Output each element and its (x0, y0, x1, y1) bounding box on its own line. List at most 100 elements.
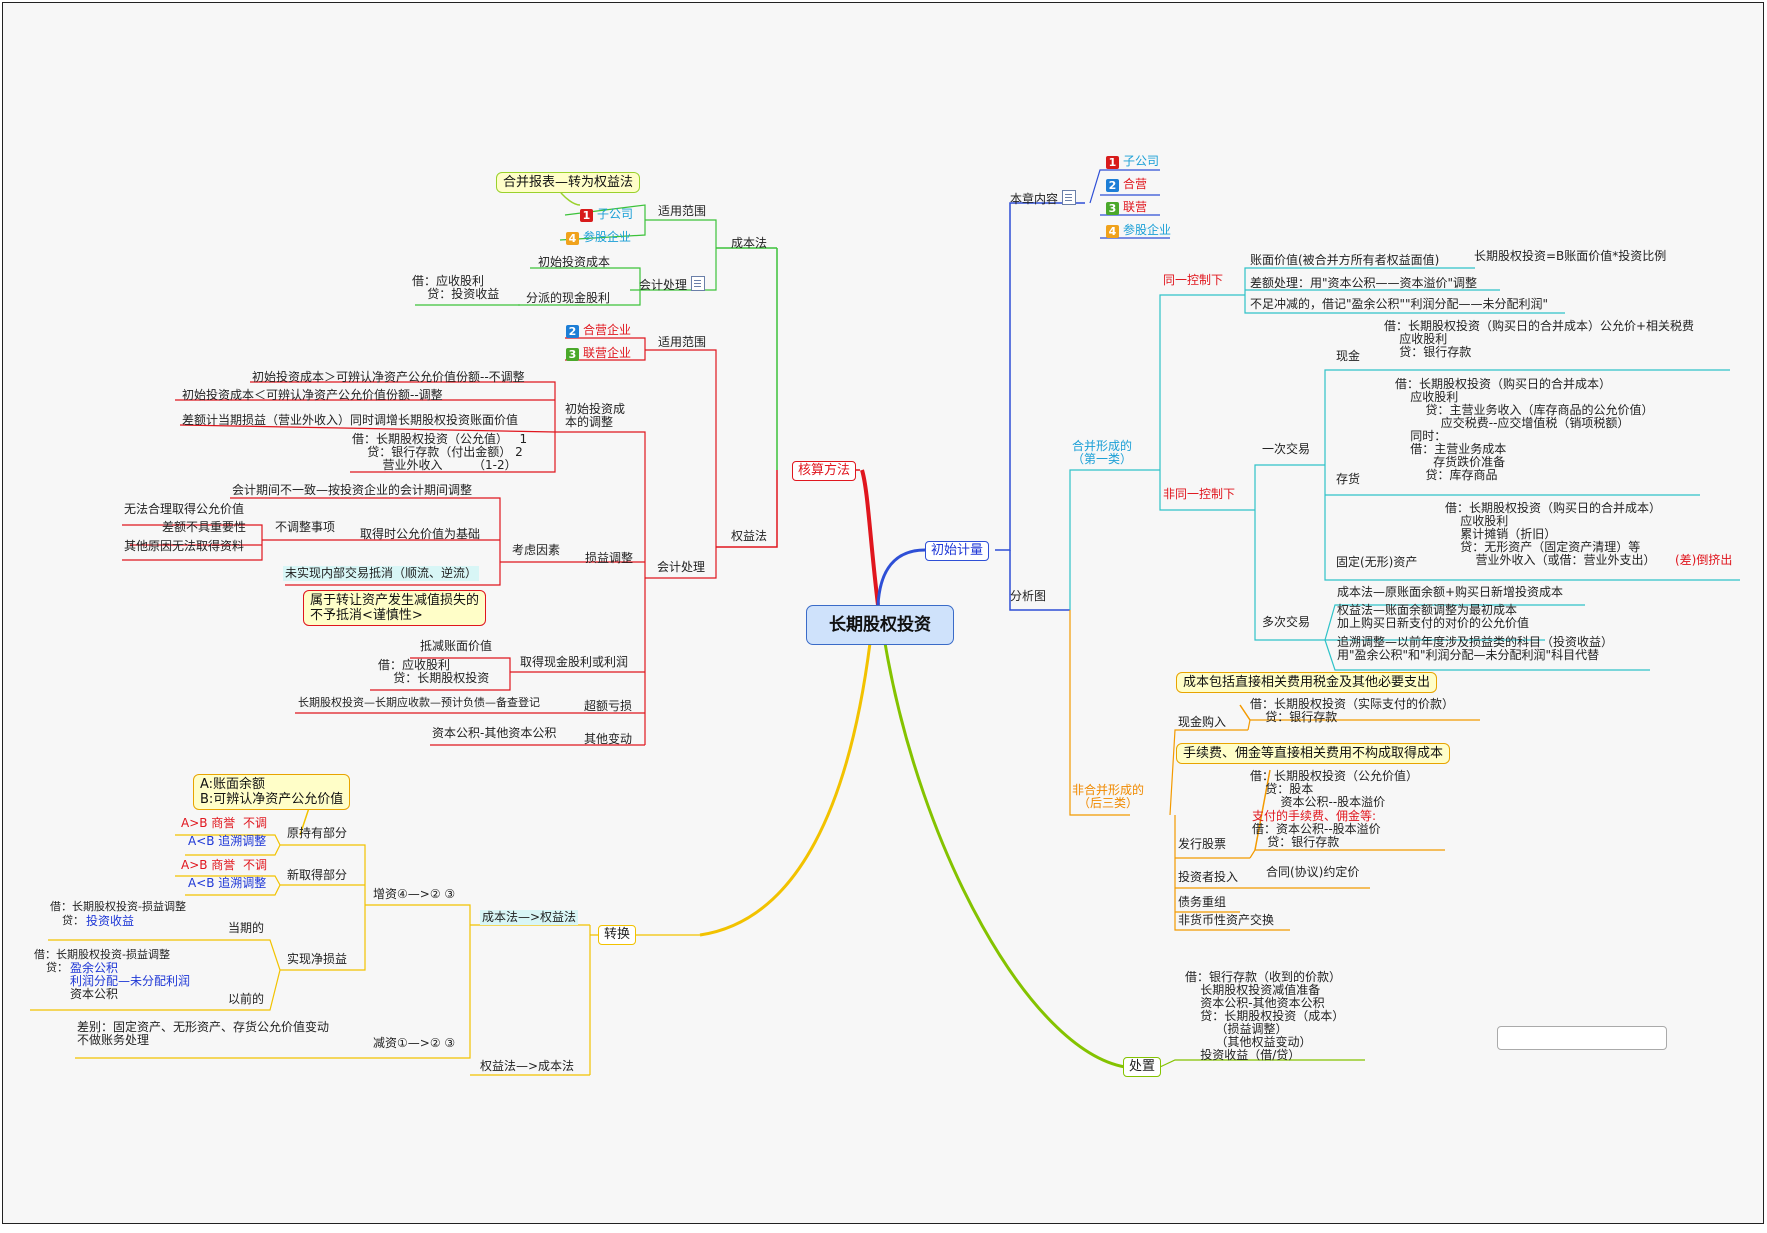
debt-restructuring[interactable]: 债务重组 (1178, 895, 1227, 909)
decrease-difference: 差别：固定资产、无形资产、存货公允价值变动 不做账务处理 (77, 1020, 330, 1047)
non-monetary-exchange[interactable]: 非货币性资产交换 (1178, 913, 1275, 927)
different-control[interactable]: 非同一控制下 (1163, 487, 1236, 501)
topic-cost-accounting[interactable]: 会计处理 (639, 276, 706, 292)
prev-entry-capital: 资本公积 (70, 987, 119, 1001)
fixed-asset-consideration[interactable]: 固定(无形)资产 (1336, 555, 1418, 569)
note-icon (1062, 190, 1077, 205)
same-book-formula: 长期股权投资=B账面价值*投资比例 (1474, 249, 1667, 263)
fixed-asset-note: (差)倒挤出 (1675, 553, 1733, 567)
current-entry-debit: 借：长期股权投资-损益调整 (50, 900, 186, 913)
blank-text-box[interactable] (1497, 1026, 1667, 1050)
cost-initial-cost[interactable]: 初始投资成本 (538, 255, 611, 269)
badge-2-icon: 2 (1106, 179, 1119, 192)
callout-ab: A:账面余额 B:可辨认净资产公允价值 (193, 774, 351, 810)
badge-4-icon: 4 (566, 232, 579, 245)
equity-cash-dividend[interactable]: 取得现金股利或利润 (520, 655, 629, 669)
investor-contribution[interactable]: 投资者投入 (1178, 870, 1239, 884)
adjust-change: 初始投资成本＜可辨认净资产公允价值份额--调整 (182, 388, 443, 402)
issue-shares[interactable]: 发行股票 (1178, 837, 1227, 851)
callout-issue-fee: 手续费、佣金等直接相关费用不构成取得成本 (1176, 743, 1451, 764)
chapter-content[interactable]: 本章内容 (1010, 190, 1077, 206)
factor-period: 会计期间不一致—按投资企业的会计期间调整 (232, 483, 473, 497)
current-entry-credit: 投资收益 (86, 914, 135, 928)
badge-2-icon: 2 (566, 325, 579, 338)
topic-equity-accounting[interactable]: 会计处理 (657, 560, 706, 574)
previous-period[interactable]: 以前的 (228, 992, 265, 1006)
new-acquired[interactable]: 新取得部分 (287, 868, 348, 882)
disposal-entry: 借：银行存款（收到的价款） 长期股权投资减值准备 资本公积-其他资本公积 贷：长… (1185, 970, 1345, 1062)
topic-initial-measurement[interactable]: 初始计量 (925, 541, 990, 561)
equity-initial-adjust[interactable]: 初始投资成 本的调整 (565, 402, 626, 429)
other-detail: 资本公积-其他资本公积 (432, 726, 557, 740)
cash-purchase[interactable]: 现金购入 (1178, 715, 1227, 729)
factors-considered[interactable]: 考虑因素 (512, 543, 561, 557)
callout-consolidation: 合并报表—转为权益法 (496, 172, 641, 193)
no-adjust-1: 无法合理取得公允价值 (124, 502, 245, 516)
factor-fair-value-base[interactable]: 取得时公允价值为基础 (360, 527, 481, 541)
cash-consideration[interactable]: 现金 (1336, 349, 1361, 363)
prev-entry-surplus: 盈余公积 (70, 961, 119, 975)
equity-excess-loss[interactable]: 超额亏损 (584, 699, 633, 713)
equity-other-change[interactable]: 其他变动 (584, 732, 633, 746)
topic-conversion[interactable]: 转换 (598, 925, 637, 945)
topic-equity-method[interactable]: 权益法 (731, 529, 768, 543)
multi-retrospective: 追溯调整—以前年度涉及损益类的科目（投资收益） 用"盈余公积"和"利润分配—未分… (1337, 635, 1614, 662)
no-adjust-2: 差额不具重要性 (162, 520, 247, 534)
same-book-value: 账面价值(被合并方所有者权益面值) (1250, 253, 1440, 267)
merge-formed[interactable]: 合并形成的 （第一类） (1072, 439, 1133, 466)
increase-capital[interactable]: 增资④—>② ③ (373, 887, 456, 901)
cash-entry: 借：长期股权投资（购买日的合并成本）公允价+相关税费 应收股利 贷：银行存款 (1384, 319, 1695, 359)
a-gt-b-1: A>B 商誉 不调 (181, 816, 267, 830)
prev-entry-credit-label: 贷： (46, 961, 68, 974)
factor-no-adjust[interactable]: 不调整事项 (275, 520, 336, 534)
issue-entry-2: 借：资本公积--股本溢价 贷：银行存款 (1252, 822, 1381, 849)
non-merge-formed[interactable]: 非合并形成的 （后三类） (1072, 783, 1145, 810)
badge-4-icon: 4 (1106, 225, 1119, 238)
original-holding[interactable]: 原持有部分 (287, 826, 348, 840)
analysis-chart[interactable]: 分析图 (1010, 589, 1047, 603)
adjust-entry: 借：长期股权投资（公允值） 1 贷：银行存款（付出金额） 2 营业外收入 （1-… (352, 432, 528, 472)
topic-cost-scope[interactable]: 适用范围 (658, 204, 707, 218)
a-lt-b-1: A<B 追溯调整 (188, 834, 267, 848)
cost-cash-dividend[interactable]: 分派的现金股利 (526, 291, 611, 305)
equity-pl-adjust[interactable]: 损益调整 (585, 551, 634, 565)
adjust-difference: 差额计当期损益（营业外收入）同时调增长期股权投资账面价值 (182, 413, 519, 427)
dividend-entry: 借：应收股利 贷：长期股权投资 (378, 658, 490, 685)
badge-1-icon: 1 (1106, 156, 1119, 169)
dividend-offset: 抵减账面价值 (420, 639, 493, 653)
multi-cost: 成本法—原账面余额+购买日新增投资成本 (1337, 585, 1564, 599)
note-icon (691, 276, 706, 291)
topic-cost-method[interactable]: 成本法 (731, 236, 768, 250)
current-period[interactable]: 当期的 (228, 921, 265, 935)
no-adjust-3: 其他原因无法取得资料 (124, 539, 245, 553)
multiple-transactions[interactable]: 多次交易 (1262, 615, 1311, 629)
inventory-consideration[interactable]: 存货 (1336, 472, 1361, 486)
net-profit-loss[interactable]: 实现净损益 (287, 952, 348, 966)
multi-equity: 权益法—账面余额调整为最初成本 加上购买日新支付的对价的公允价值 (1337, 603, 1530, 630)
topic-equity-scope[interactable]: 适用范围 (658, 335, 707, 349)
inventory-entry: 借：长期股权投资（购买日的合并成本） 应收股利 贷：主营业务收入（库存商品的公允… (1395, 377, 1654, 482)
same-deficit: 不足冲减的，借记"盈余公积""利润分配——未分配利润" (1250, 297, 1549, 311)
topic-accounting-method[interactable]: 核算方法 (792, 461, 857, 481)
single-transaction[interactable]: 一次交易 (1262, 442, 1311, 456)
same-control[interactable]: 同一控制下 (1163, 273, 1224, 287)
equity-to-cost[interactable]: 权益法—>成本法 (480, 1059, 575, 1073)
decrease-capital[interactable]: 减资①—>② ③ (373, 1036, 456, 1050)
cost-to-equity[interactable]: 成本法—>权益法 (480, 910, 579, 925)
topic-disposal[interactable]: 处置 (1123, 1057, 1162, 1077)
a-lt-b-2: A<B 追溯调整 (188, 876, 267, 890)
badge-3-icon: 3 (1106, 202, 1119, 215)
root-topic[interactable]: 长期股权投资 (806, 605, 954, 645)
cash-purchase-entry: 借：长期股权投资（实际支付的价款） 贷：银行存款 (1250, 697, 1455, 724)
prev-entry-retained: 利润分配—未分配利润 (70, 974, 191, 988)
badge-3-icon: 3 (566, 348, 579, 361)
